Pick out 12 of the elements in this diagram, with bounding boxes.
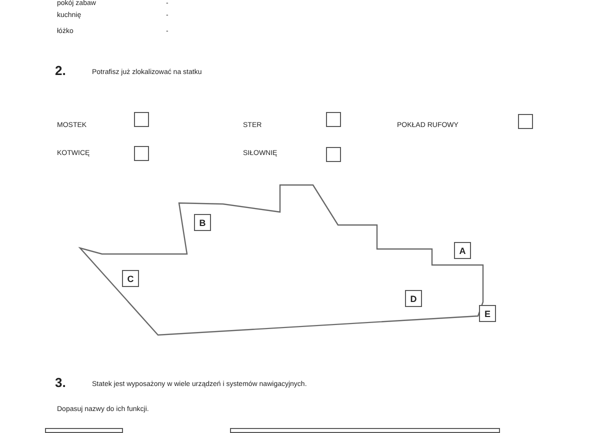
checkbox xyxy=(326,112,341,127)
checkbox xyxy=(134,146,149,161)
letter-marker: E xyxy=(479,305,496,322)
letter-marker: B xyxy=(194,214,211,231)
checkbox xyxy=(326,147,341,162)
question-number: 3. xyxy=(55,376,66,389)
checkbox xyxy=(518,114,533,129)
question-number: 2. xyxy=(55,64,66,77)
letter-marker: C xyxy=(122,270,139,287)
checkbox xyxy=(134,112,149,127)
letter-marker: D xyxy=(405,290,422,307)
letter-marker: A xyxy=(454,242,471,259)
